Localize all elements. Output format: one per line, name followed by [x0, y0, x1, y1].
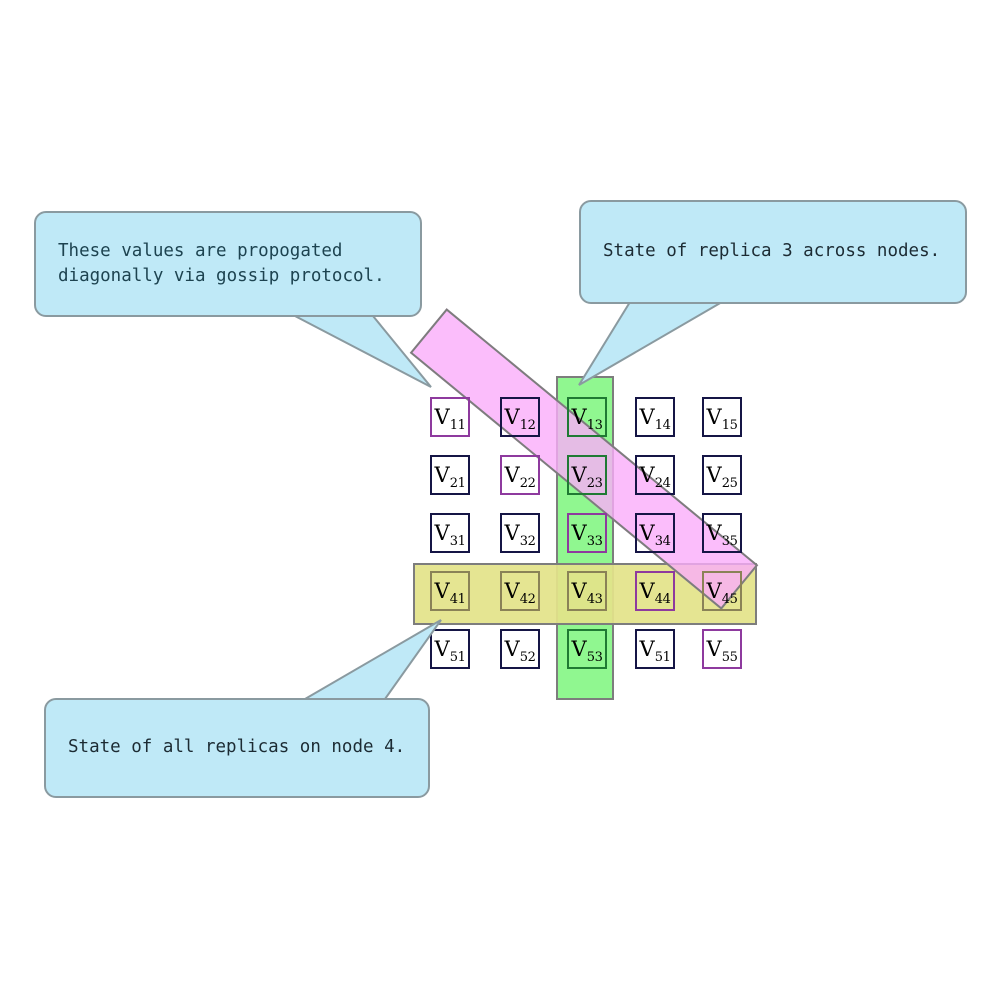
callout-node-4: State of all replicas on node 4. [44, 698, 430, 798]
cell-label: V24 [639, 462, 671, 491]
grid-cell-3-5[interactable]: V35 [702, 513, 742, 553]
cell-label: V44 [639, 578, 671, 607]
cell-label: V11 [434, 404, 466, 433]
cell-label: V22 [504, 462, 536, 491]
grid-cell-4-4[interactable]: V44 [635, 571, 675, 611]
cell-label: V12 [504, 404, 536, 433]
grid-cell-4-5[interactable]: V45 [702, 571, 742, 611]
grid-cell-4-3[interactable]: V43 [567, 571, 607, 611]
grid-cell-2-5[interactable]: V25 [702, 455, 742, 495]
cell-label: V51 [434, 636, 466, 665]
grid-cell-1-3[interactable]: V13 [567, 397, 607, 437]
cell-label: V13 [571, 404, 603, 433]
grid-cell-3-1[interactable]: V31 [430, 513, 470, 553]
grid-cell-4-2[interactable]: V42 [500, 571, 540, 611]
grid-cell-1-2[interactable]: V12 [500, 397, 540, 437]
cell-label: V43 [571, 578, 603, 607]
grid-cell-5-1[interactable]: V51 [430, 629, 470, 669]
grid-cell-2-4[interactable]: V24 [635, 455, 675, 495]
grid-cell-2-1[interactable]: V21 [430, 455, 470, 495]
grid-cell-3-2[interactable]: V32 [500, 513, 540, 553]
cell-label: V21 [434, 462, 466, 491]
cell-label: V53 [571, 636, 603, 665]
cell-label: V55 [706, 636, 738, 665]
cell-label: V33 [571, 520, 603, 549]
grid-cell-5-5[interactable]: V55 [702, 629, 742, 669]
cell-label: V42 [504, 578, 536, 607]
grid-cell-1-5[interactable]: V15 [702, 397, 742, 437]
cell-label: V34 [639, 520, 671, 549]
grid-cell-1-1[interactable]: V11 [430, 397, 470, 437]
cell-label: V15 [706, 404, 738, 433]
grid-cell-5-4[interactable]: V51 [635, 629, 675, 669]
grid-cell-5-2[interactable]: V52 [500, 629, 540, 669]
callout-text: These values are propogated diagonally v… [58, 240, 385, 286]
grid-cell-3-4[interactable]: V34 [635, 513, 675, 553]
callout-text: State of replica 3 across nodes. [603, 241, 941, 262]
callout-replica-3: State of replica 3 across nodes. [579, 200, 967, 304]
callout-gossip-diagonal: These values are propogated diagonally v… [34, 211, 422, 317]
cell-label: V31 [434, 520, 466, 549]
cell-label: V45 [706, 578, 738, 607]
cell-label: V52 [504, 636, 536, 665]
cell-label: V35 [706, 520, 738, 549]
grid-cell-5-3[interactable]: V53 [567, 629, 607, 669]
grid-cell-1-4[interactable]: V14 [635, 397, 675, 437]
cell-label: V23 [571, 462, 603, 491]
cell-label: V51 [639, 636, 671, 665]
grid-cell-2-3[interactable]: V23 [567, 455, 607, 495]
cell-label: V14 [639, 404, 671, 433]
cell-label: V32 [504, 520, 536, 549]
grid-cell-2-2[interactable]: V22 [500, 455, 540, 495]
grid-cell-4-1[interactable]: V41 [430, 571, 470, 611]
cell-label: V41 [434, 578, 466, 607]
callout-text: State of all replicas on node 4. [68, 737, 406, 758]
grid-cell-3-3[interactable]: V33 [567, 513, 607, 553]
cell-label: V25 [706, 462, 738, 491]
